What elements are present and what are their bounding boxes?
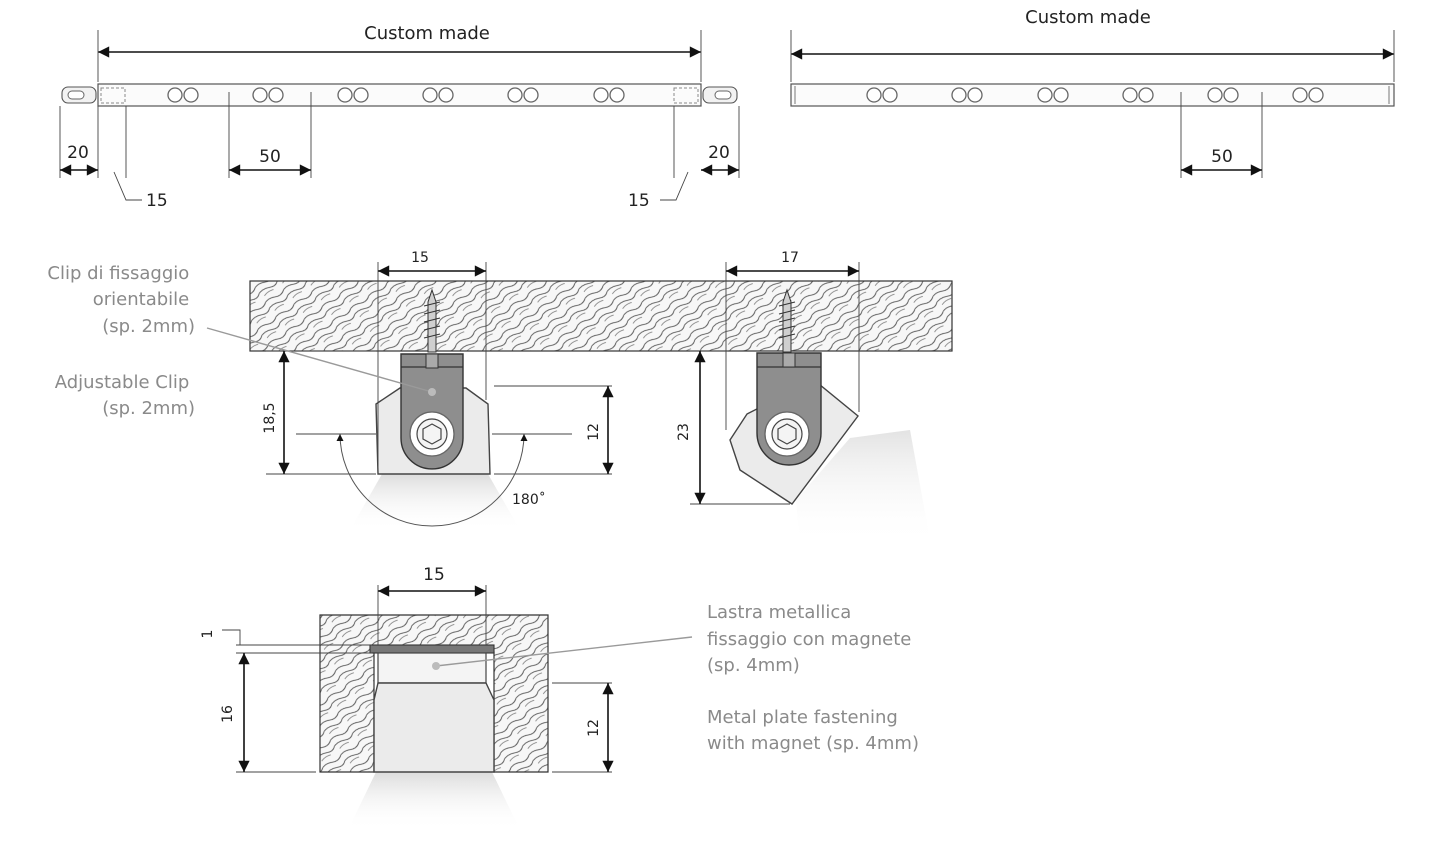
profile-bar-left <box>97 83 702 107</box>
top-right-profile-view: Custom made 50 <box>790 7 1395 178</box>
magnet-total-height: 16 <box>220 705 236 723</box>
clip-width: 15 <box>411 250 429 266</box>
led-pair <box>507 87 539 103</box>
clip-section-view: 15 18,5 12 180˚ Clip di fissaggio orient… <box>47 250 953 530</box>
custom-made-label-left: Custom made <box>364 23 490 44</box>
dim-offset-right: 15 <box>628 191 650 211</box>
led-pair <box>167 87 199 103</box>
dim-offset-left: 15 <box>146 191 168 211</box>
magnet-width: 15 <box>423 565 445 585</box>
magnet-leader-line <box>435 636 693 667</box>
clip-total-height: 18,5 <box>262 402 278 433</box>
magnet-profile-height: 12 <box>586 719 602 737</box>
clip-label-english: Adjustable Clip (sp. 2mm) <box>55 372 195 419</box>
led-pair <box>1122 87 1154 103</box>
led-pair <box>1207 87 1239 103</box>
led-pair <box>422 87 454 103</box>
led-pairs-left <box>167 87 625 103</box>
rotated-width: 17 <box>781 250 799 266</box>
led-pair <box>252 87 284 103</box>
led-pairs-right <box>866 87 1324 103</box>
magnet-label-english: Metal plate fastening with magnet (sp. 4… <box>707 707 919 754</box>
magnet-section-view: 15 1 16 12 Lastra metallica fissaggio co… <box>200 565 919 830</box>
dim-end-right: 20 <box>708 143 730 163</box>
clip-label-italian: Clip di fissaggio orientabile (sp. 2mm) <box>47 263 195 337</box>
magnet-label-italian: Lastra metallica fissaggio con magnete (… <box>707 602 917 676</box>
rotation-angle: 180˚ <box>512 491 546 508</box>
clip-profile-height: 12 <box>586 423 602 441</box>
rotated-height: 23 <box>676 423 692 441</box>
led-pair <box>1292 87 1324 103</box>
custom-made-label-right: Custom made <box>1025 7 1151 28</box>
clip-leader-line <box>206 327 433 393</box>
led-pair <box>866 87 898 103</box>
led-pair <box>1037 87 1069 103</box>
profile-bar-right <box>790 83 1395 107</box>
rotated-clip-view: 17 23 <box>676 250 930 545</box>
dim-spacing-right: 50 <box>1211 147 1233 167</box>
magnet-profile-body <box>373 682 495 773</box>
dim-spacing-left: 50 <box>259 147 281 167</box>
led-pair <box>337 87 369 103</box>
magnet-block <box>377 652 487 684</box>
dim-end-left: 20 <box>67 143 89 163</box>
top-left-profile-view: Custom made 20 15 50 20 15 <box>59 23 740 211</box>
led-pair <box>951 87 983 103</box>
metal-plate <box>369 644 495 654</box>
wood-board <box>249 280 953 352</box>
led-pair <box>593 87 625 103</box>
plate-thickness: 1 <box>200 630 216 639</box>
